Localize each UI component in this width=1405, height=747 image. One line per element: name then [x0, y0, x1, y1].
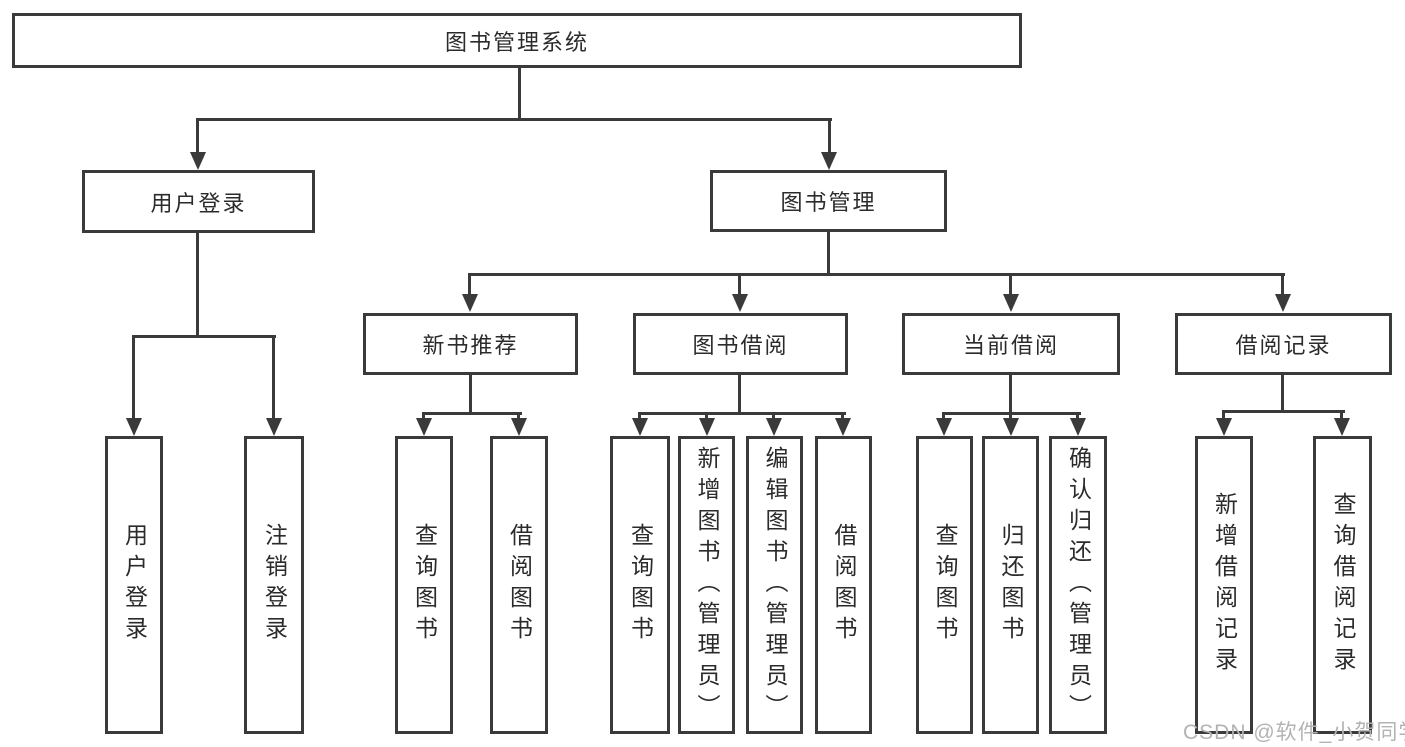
leaf-borrow-books: 借阅图书: [815, 436, 872, 734]
leaf-label: 注销登录: [261, 523, 288, 647]
connector-line: [132, 335, 135, 420]
connector-line: [196, 233, 199, 337]
connector-line: [422, 412, 522, 415]
arrowhead-down-icon: [766, 418, 782, 436]
node-book-management: 图书管理: [710, 170, 947, 232]
connector-line: [1009, 375, 1012, 415]
arrowhead-down-icon: [190, 152, 206, 170]
node-borrowing-records: 借阅记录: [1175, 313, 1392, 375]
connector-line: [132, 335, 276, 338]
arrowhead-down-icon: [1275, 294, 1291, 312]
arrowhead-down-icon: [699, 418, 715, 436]
leaf-query-borrow-record: 查询借阅记录: [1313, 436, 1372, 734]
connector-line: [518, 68, 521, 121]
node-label: 图书管理系统: [444, 29, 589, 55]
leaf-label: 用户登录: [121, 523, 148, 647]
leaf-label: 查询图书: [411, 523, 438, 647]
node-library-management-system: 图书管理系统: [12, 13, 1022, 68]
connector-line: [828, 118, 831, 154]
leaf-confirm-return-admin: 确认归还（管理员）: [1049, 436, 1107, 734]
connector-line: [196, 118, 832, 121]
node-new-book-recommendation: 新书推荐: [363, 313, 578, 375]
connector-line: [468, 273, 1285, 276]
leaf-add-books-admin: 新增图书（管理员）: [678, 436, 735, 734]
leaf-label: 查询借阅记录: [1330, 492, 1356, 678]
arrowhead-down-icon: [416, 418, 432, 436]
connector-line: [468, 273, 471, 297]
leaf-user-login: 用户登录: [105, 436, 163, 734]
leaf-borrow-books-recommend: 借阅图书: [490, 436, 548, 734]
connector-line: [272, 335, 275, 420]
connector-line: [638, 412, 846, 415]
connector-line: [738, 273, 741, 297]
connector-line: [1281, 273, 1284, 297]
leaf-return-books: 归还图书: [982, 436, 1039, 734]
leaf-label: 新增图书（管理员）: [694, 445, 720, 725]
leaf-label: 归还图书: [998, 523, 1024, 647]
arrowhead-down-icon: [632, 418, 648, 436]
node-label: 图书管理: [780, 190, 877, 215]
leaf-query-books-current: 查询图书: [916, 436, 973, 734]
arrowhead-down-icon: [126, 418, 142, 436]
arrowhead-down-icon: [732, 294, 748, 312]
arrowhead-down-icon: [1003, 294, 1019, 312]
leaf-label: 借阅图书: [506, 523, 533, 647]
leaf-logout: 注销登录: [244, 436, 304, 734]
arrowhead-down-icon: [511, 418, 527, 436]
connector-line: [738, 375, 741, 415]
connector-line: [196, 118, 199, 154]
arrowhead-down-icon: [1334, 418, 1350, 436]
arrowhead-down-icon: [1216, 418, 1232, 436]
arrowhead-down-icon: [835, 418, 851, 436]
connector-line: [1281, 375, 1284, 413]
leaf-label: 查询图书: [627, 523, 654, 647]
node-label: 图书借阅: [692, 333, 789, 358]
leaf-label: 借阅图书: [831, 523, 857, 647]
node-label: 用户登录: [150, 190, 247, 216]
arrowhead-down-icon: [1070, 418, 1086, 436]
arrowhead-down-icon: [266, 418, 282, 436]
node-label: 借阅记录: [1235, 333, 1332, 358]
connector-line: [469, 375, 472, 415]
connector-line: [827, 232, 830, 276]
node-current-borrowing: 当前借阅: [902, 313, 1120, 375]
node-book-borrowing: 图书借阅: [633, 313, 848, 375]
node-label: 当前借阅: [962, 333, 1059, 358]
arrowhead-down-icon: [821, 152, 837, 170]
leaf-query-books-borrow: 查询图书: [610, 436, 670, 734]
connector-line: [1222, 410, 1345, 413]
leaf-query-books-recommend: 查询图书: [395, 436, 453, 734]
node-label: 新书推荐: [422, 333, 519, 358]
leaf-label: 确认归还（管理员）: [1065, 445, 1092, 725]
leaf-edit-books-admin: 编辑图书（管理员）: [746, 436, 803, 734]
leaf-label: 新增借阅记录: [1211, 492, 1238, 678]
arrowhead-down-icon: [936, 418, 952, 436]
connector-line: [1009, 273, 1012, 297]
csdn-watermark: CSDN @软件_小贺同学: [1183, 721, 1405, 744]
leaf-label: 编辑图书（管理员）: [762, 445, 788, 725]
leaf-add-borrow-record: 新增借阅记录: [1195, 436, 1253, 734]
arrowhead-down-icon: [462, 294, 478, 312]
node-user-login: 用户登录: [82, 170, 315, 233]
leaf-label: 查询图书: [932, 523, 958, 647]
arrowhead-down-icon: [1003, 418, 1019, 436]
